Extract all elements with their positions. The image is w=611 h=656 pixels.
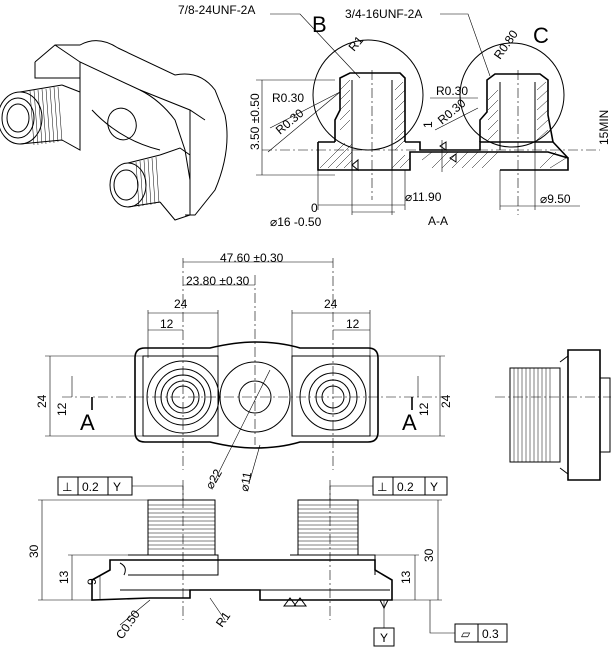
thread-b-label: 7/8-24UNF-2A [178, 3, 255, 17]
iso-left-thread [0, 84, 81, 151]
datum-y-right: Y [430, 480, 438, 494]
datum-y-left: Y [113, 480, 121, 494]
dia-22-label: ⌀22 [202, 466, 225, 491]
dim-1-label: 1 [421, 121, 435, 128]
detail-circle-b [312, 39, 424, 151]
tol-02-right: 0.2 [397, 480, 414, 494]
dim-12-top-right: 12 [346, 317, 360, 331]
dim-24-right: 24 [439, 394, 453, 408]
section-mark-right: A [402, 410, 417, 435]
r030-label-b2: R0.30 [273, 106, 307, 138]
front-view: ⊥ 0.2 Y ⊥ 0.2 Y Y ▱ 0.3 30 13 9 30 13 C0… [27, 476, 508, 647]
dim-950-label: ⌀9.50 [540, 192, 571, 206]
dim-12-right: 12 [417, 402, 431, 416]
r030-label-c2: R0.30 [435, 96, 469, 128]
dim-24-left: 24 [35, 394, 49, 408]
isometric-view [0, 40, 228, 221]
section-hatching [319, 79, 567, 169]
dim-1190-label: ⌀11.90 [405, 190, 442, 204]
r1-front-label: R1 [213, 609, 233, 630]
dim-4760-label: 47.60 ±0.30 [220, 251, 284, 265]
section-aa-label: A-A [428, 214, 448, 228]
datum-y-bottom: Y [380, 631, 388, 645]
top-view: 47.60 ±0.30 23.80 ±0.30 24 12 24 12 24 1… [35, 251, 453, 493]
r1-label: R1 [346, 33, 367, 54]
side-view [495, 349, 611, 481]
flatness-sym: ▱ [461, 627, 471, 641]
thread-c-label: 3/4-16UNF-2A [345, 7, 422, 21]
r030-label-c1: R0.30 [436, 84, 468, 98]
min-15-label: 15MIN [597, 110, 611, 145]
detail-c-letter: C [533, 23, 549, 48]
dim-13-left: 13 [57, 570, 71, 584]
r030-label-b1: R0.30 [272, 91, 304, 105]
dia-11-label: ⌀11 [237, 470, 254, 492]
perp-sym-left: ⊥ [62, 480, 72, 494]
dim-16-label: ⌀16 -0.50 [270, 215, 322, 229]
dim-30-right: 30 [422, 548, 436, 562]
perp-frame-left [57, 476, 184, 500]
dim-24-top-left: 24 [174, 297, 188, 311]
dim-2380-label: 23.80 ±0.30 [186, 274, 250, 288]
dim-0-label: 0 [311, 201, 318, 215]
r080-label: R0.80 [491, 27, 521, 62]
perp-sym-right: ⊥ [377, 480, 387, 494]
dim-350-label: 3.50 ±0.50 [248, 93, 262, 150]
perp-frame-right [329, 476, 448, 500]
chamfer-label: C0.50 [113, 607, 143, 642]
dim-24-top-right: 24 [324, 297, 338, 311]
dim-9-label: 9 [85, 578, 99, 585]
detail-circle-c [459, 42, 565, 148]
section-mark-left: A [80, 410, 95, 435]
dim-12-left: 12 [55, 402, 69, 416]
iso-right-thread [109, 147, 191, 221]
dim-12-top-left: 12 [160, 317, 174, 331]
dim-30-left: 30 [27, 544, 41, 558]
dim-13-right: 13 [399, 570, 413, 584]
detail-b-letter: B [312, 12, 327, 37]
section-aa: 7/8-24UNF-2A B 3/4-16UNF-2A C R1 R0.80 R… [178, 3, 611, 229]
tol-03: 0.3 [482, 627, 499, 641]
tol-02-left: 0.2 [82, 480, 99, 494]
